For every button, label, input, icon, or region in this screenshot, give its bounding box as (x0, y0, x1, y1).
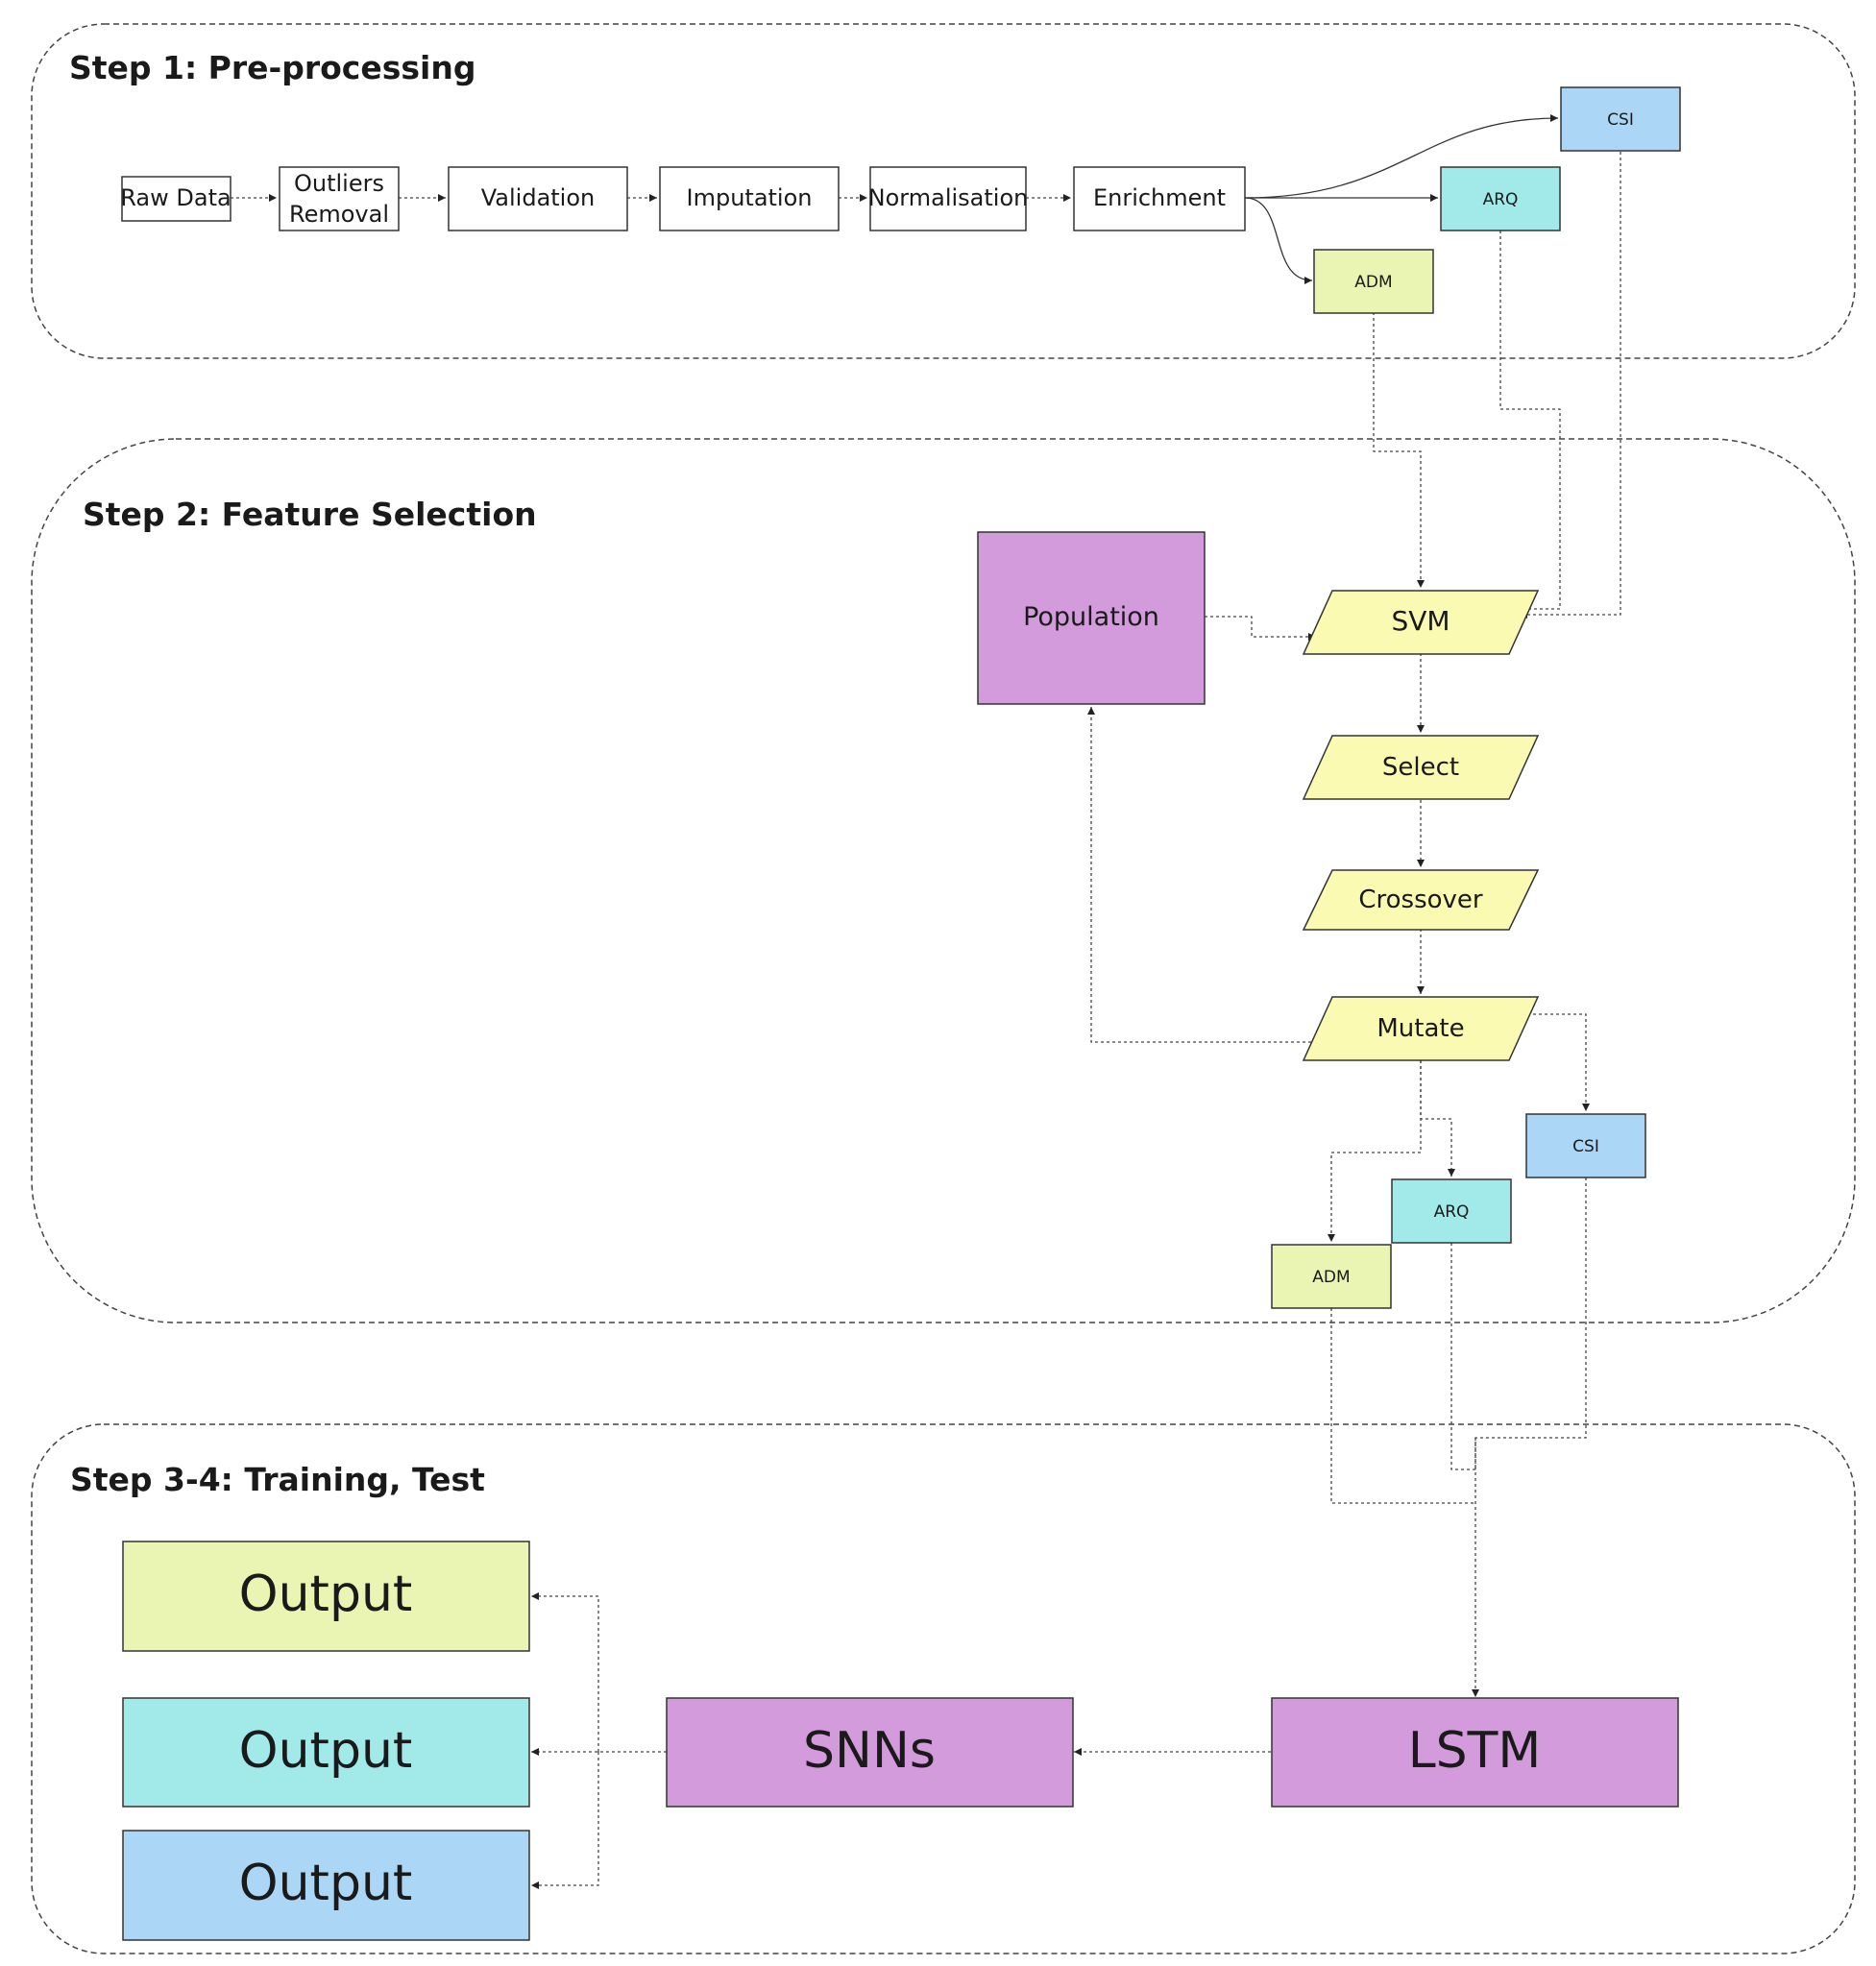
node-population-label: Population (1023, 602, 1159, 632)
node-outliers-label-2: Removal (289, 201, 389, 228)
node-crossover: Crossover (1302, 869, 1540, 931)
node-output-csi: Output (122, 1830, 530, 1941)
node-select-label: Select (1382, 753, 1459, 782)
node-snns: SNNs (666, 1697, 1074, 1808)
group-step3 (31, 1423, 1856, 1954)
step3-connectors (531, 1592, 1271, 1889)
node-normalisation-label: Normalisation (868, 184, 1029, 211)
group-step3-title: Step 3-4: Training, Test (70, 1461, 485, 1498)
node-imputation-label: Imputation (687, 184, 813, 211)
node-output-arq-label: Output (239, 1722, 413, 1780)
node-svm: SVM (1302, 590, 1540, 655)
group-step2 (31, 438, 1856, 1323)
node-svm-label: SVM (1391, 605, 1450, 637)
node-csi-step1-label: CSI (1607, 110, 1634, 130)
node-arq-step2-label: ARQ (1434, 1202, 1470, 1222)
step1-connectors (231, 114, 1559, 284)
node-enrichment: Enrichment (1073, 166, 1246, 231)
group-step1 (31, 23, 1856, 359)
node-raw-data-label: Raw Data (120, 184, 231, 211)
node-validation: Validation (448, 166, 628, 231)
node-population: Population (977, 531, 1206, 705)
node-outliers-label-1: Outliers (294, 170, 384, 197)
node-normalisation: Normalisation (868, 166, 1029, 231)
node-csi-step1: CSI (1560, 86, 1681, 152)
step2-to-step3-connectors (1330, 1177, 1587, 1697)
node-csi-step2: CSI (1525, 1113, 1646, 1178)
node-crossover-label: Crossover (1358, 886, 1483, 914)
node-output-csi-label: Output (239, 1855, 413, 1912)
node-lstm: LSTM (1271, 1697, 1679, 1808)
node-select: Select (1302, 735, 1540, 800)
node-output-arq: Output (122, 1697, 530, 1808)
node-output-adm: Output (122, 1541, 530, 1652)
node-lstm-label: LSTM (1408, 1722, 1542, 1780)
node-output-adm-label: Output (239, 1566, 413, 1623)
node-adm-step1-label: ADM (1354, 273, 1392, 292)
node-adm-step1: ADM (1313, 249, 1434, 314)
node-raw-data: Raw Data (120, 176, 231, 222)
node-arq-step1-label: ARQ (1483, 190, 1519, 209)
node-adm-step2-label: ADM (1312, 1268, 1350, 1287)
node-outliers-removal: Outliers Removal (279, 166, 400, 231)
group-step2-title: Step 2: Feature Selection (83, 496, 537, 533)
step2-connectors (1087, 616, 1590, 1242)
step1-to-step2-connectors (1373, 152, 1621, 619)
node-validation-label: Validation (481, 184, 596, 211)
group-step1-title: Step 1: Pre-processing (69, 49, 475, 86)
node-mutate-label: Mutate (1377, 1014, 1464, 1043)
node-csi-step2-label: CSI (1572, 1137, 1599, 1156)
node-imputation: Imputation (659, 166, 840, 231)
node-mutate: Mutate (1302, 996, 1540, 1061)
node-adm-step2: ADM (1271, 1244, 1392, 1309)
node-enrichment-label: Enrichment (1093, 184, 1226, 211)
node-snns-label: SNNs (803, 1722, 936, 1780)
node-arq-step1: ARQ (1440, 166, 1561, 231)
node-arq-step2: ARQ (1391, 1178, 1512, 1244)
